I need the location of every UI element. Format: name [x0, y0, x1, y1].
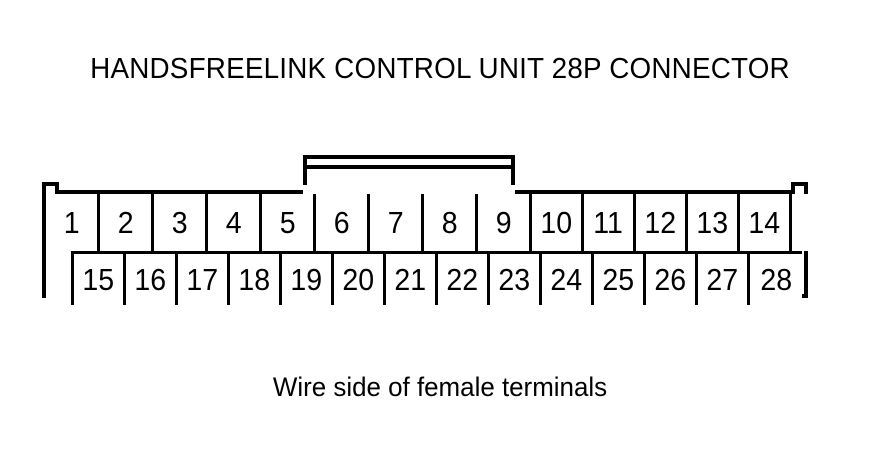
pin-label: 7: [387, 205, 404, 240]
pin-cell-11[interactable]: 11: [584, 194, 636, 251]
connector-diagram: 1 2 3 4 5 6 7 8 9 10 11 12 13 14 15 16 1…: [42, 155, 820, 305]
pin-cell-19[interactable]: 19: [282, 251, 334, 305]
page-title: HANDSFREELINK CONTROL UNIT 28P CONNECTOR: [90, 53, 790, 85]
corner-notch-left-cap: [42, 182, 59, 186]
pin-cell-18[interactable]: 18: [230, 251, 282, 305]
pin-cell-26[interactable]: 26: [646, 251, 698, 305]
pin-cell-12[interactable]: 12: [636, 194, 688, 251]
pin-cell-10[interactable]: 10: [532, 194, 584, 251]
pin-cell-blank-bottom-left: [46, 251, 74, 305]
pin-label: 21: [394, 262, 427, 297]
pin-label: 12: [644, 205, 677, 240]
pin-cell-6[interactable]: 6: [316, 194, 370, 251]
diagram-caption: Wire side of female terminals: [272, 372, 608, 402]
pin-cell-14[interactable]: 14: [740, 194, 792, 251]
pin-cell-21[interactable]: 21: [386, 251, 438, 305]
pin-cell-27[interactable]: 27: [698, 251, 750, 305]
pin-label: 2: [117, 205, 134, 240]
pin-label: 27: [706, 262, 739, 297]
pin-cell-2[interactable]: 2: [100, 194, 154, 251]
pin-label: 18: [238, 262, 271, 297]
pin-row-top: 1 2 3 4 5 6 7 8 9 10 11 12 13 14: [46, 194, 820, 251]
pin-label: 16: [134, 262, 167, 297]
pin-label: 13: [696, 205, 729, 240]
pin-label: 8: [441, 205, 458, 240]
pin-label: 28: [760, 262, 792, 297]
locking-tab: [303, 155, 515, 185]
pin-label: 3: [171, 205, 188, 240]
pin-cell-7[interactable]: 7: [370, 194, 424, 251]
pin-cell-25[interactable]: 25: [594, 251, 646, 305]
pin-label: 14: [748, 205, 781, 240]
pin-cell-22[interactable]: 22: [438, 251, 490, 305]
pin-label: 26: [654, 262, 687, 297]
pin-cell-5[interactable]: 5: [262, 194, 316, 251]
corner-notch-right: [791, 182, 795, 194]
pin-row-bottom: 15 16 17 18 19 20 21 22 23 24 25 26 27 2…: [46, 251, 802, 305]
pin-label: 1: [63, 205, 80, 240]
pin-label: 9: [495, 205, 512, 240]
pin-cell-16[interactable]: 16: [126, 251, 178, 305]
pin-cell-23[interactable]: 23: [490, 251, 542, 305]
pin-label: 10: [540, 205, 573, 240]
pin-label: 23: [498, 262, 531, 297]
pin-label: 5: [279, 205, 296, 240]
body-top-rail-right: [515, 190, 795, 194]
pin-cell-1[interactable]: 1: [46, 194, 100, 251]
pin-label: 25: [602, 262, 635, 297]
pin-label: 4: [225, 205, 242, 240]
pin-label: 11: [593, 205, 624, 240]
pin-label: 22: [446, 262, 479, 297]
pin-label: 19: [290, 262, 323, 297]
pin-label: 17: [186, 262, 219, 297]
locking-tab-crossbar: [307, 165, 511, 169]
pin-cell-15[interactable]: 15: [74, 251, 126, 305]
pin-cell-28[interactable]: 28: [750, 251, 802, 305]
pin-cell-9[interactable]: 9: [478, 194, 532, 251]
body-top-rail-left: [55, 190, 303, 194]
pin-cell-24[interactable]: 24: [542, 251, 594, 305]
pin-cell-8[interactable]: 8: [424, 194, 478, 251]
pin-label: 24: [550, 262, 583, 297]
corner-notch-right-cap: [791, 182, 808, 186]
pin-label: 20: [342, 262, 375, 297]
pin-cell-4[interactable]: 4: [208, 194, 262, 251]
pin-cell-17[interactable]: 17: [178, 251, 230, 305]
corner-notch-left: [55, 182, 59, 194]
pin-cell-3[interactable]: 3: [154, 194, 208, 251]
pin-label: 6: [333, 205, 350, 240]
pin-label: 15: [82, 262, 115, 297]
pin-cell-13[interactable]: 13: [688, 194, 740, 251]
pin-cell-20[interactable]: 20: [334, 251, 386, 305]
pin-cell-blank-top-right: [792, 194, 820, 251]
